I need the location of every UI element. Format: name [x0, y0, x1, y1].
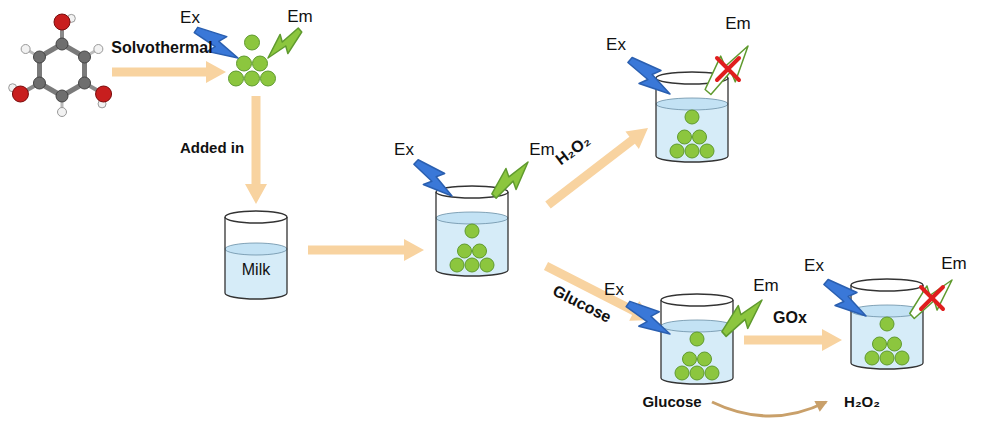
light-label: Ex	[804, 257, 824, 276]
light-label: Em	[941, 255, 967, 274]
emission-bolt-quenched	[697, 37, 758, 101]
phloroglucinol-molecule	[9, 14, 112, 117]
nanodot-cluster	[865, 317, 909, 365]
process-arrow	[545, 128, 648, 209]
milk-beaker: Milk	[224, 210, 288, 298]
arrow-label: Added in	[180, 140, 244, 157]
process-arrow	[308, 239, 424, 261]
light-bolt	[262, 23, 307, 66]
light-bolt	[621, 294, 677, 343]
light-label: Ex	[394, 141, 414, 160]
arrow-head	[814, 401, 827, 412]
light-label: Em	[529, 141, 555, 160]
beaker-label: Milk	[224, 261, 288, 279]
light-bolt	[408, 154, 460, 205]
arrow-label: H₂O₂	[844, 394, 880, 411]
process-arrow	[744, 329, 842, 351]
beaker-outline	[224, 210, 290, 308]
nanodot-cluster	[450, 224, 494, 272]
light-label: Ex	[606, 36, 626, 55]
light-bolt	[818, 273, 874, 325]
quench-cross	[921, 287, 943, 309]
nanodot-cluster	[675, 332, 719, 380]
arrow-label: Glucose	[642, 394, 701, 411]
light-bolt	[486, 154, 536, 204]
arrow-label: Solvothermal	[111, 39, 212, 57]
arrow-label: H₂O₂	[552, 131, 593, 168]
light-bolt	[716, 291, 770, 342]
light-label: Ex	[180, 9, 200, 28]
quench-cross	[717, 58, 739, 80]
light-bolt	[622, 51, 678, 103]
process-arrow	[112, 61, 226, 83]
nanodot-cluster	[670, 110, 714, 158]
emission-bolt-quenched	[904, 271, 961, 325]
beaker	[436, 186, 508, 276]
arrow-label: GOx	[773, 309, 807, 327]
nanodot-cluster	[229, 35, 276, 86]
light-label: Em	[753, 277, 779, 296]
light-label: Em	[287, 8, 313, 27]
reaction-arrow	[712, 402, 826, 416]
beaker	[851, 279, 923, 369]
light-label: Ex	[604, 281, 624, 300]
process-arrow	[245, 96, 267, 204]
beaker	[225, 211, 287, 299]
beaker	[661, 294, 733, 384]
light-label: Em	[725, 15, 751, 34]
